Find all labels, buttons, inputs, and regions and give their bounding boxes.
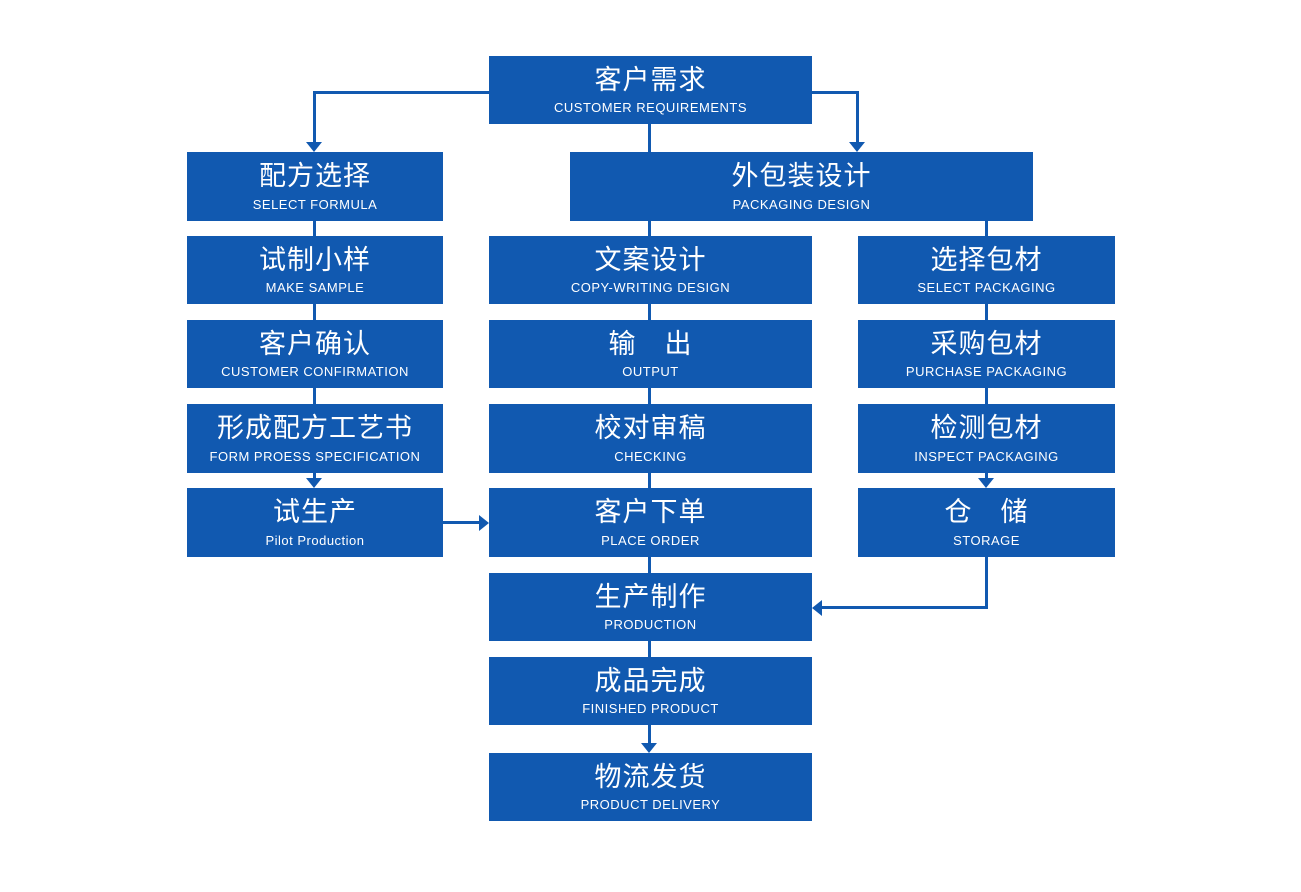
node-title: 试生产 bbox=[273, 497, 357, 528]
node-title: 试制小样 bbox=[259, 244, 371, 275]
node-title: 校对审稿 bbox=[594, 413, 707, 444]
arrowhead-down-icon bbox=[306, 142, 322, 152]
node-place-order: 客户下单 PLACE ORDER bbox=[489, 488, 812, 557]
connector-line bbox=[648, 557, 651, 573]
arrowhead-down-icon bbox=[978, 478, 994, 488]
node-title: 文案设计 bbox=[594, 244, 707, 275]
node-subtitle: SELECT FORMULA bbox=[252, 196, 378, 212]
node-product-delivery: 物流发货 PRODUCT DELIVERY bbox=[489, 753, 812, 821]
connector-line bbox=[443, 521, 479, 524]
node-subtitle: FINISHED PRODUCT bbox=[582, 701, 719, 717]
connector-line bbox=[648, 304, 651, 320]
node-title: 客户下单 bbox=[594, 497, 707, 528]
node-subtitle: INSPECT PACKAGING bbox=[914, 448, 1059, 464]
connector-line bbox=[985, 473, 988, 479]
node-subtitle: CUSTOMER CONFIRMATION bbox=[221, 364, 409, 380]
connector-line bbox=[648, 725, 651, 743]
arrowhead-down-icon bbox=[306, 478, 322, 488]
connector-line bbox=[985, 388, 988, 404]
connector-line bbox=[313, 91, 316, 144]
connector-line bbox=[313, 91, 489, 94]
node-select-packaging: 选择包材 SELECT PACKAGING bbox=[858, 236, 1115, 304]
node-title: 选择包材 bbox=[930, 244, 1043, 275]
node-inspect-packaging: 检测包材 INSPECT PACKAGING bbox=[858, 404, 1115, 473]
node-title: 物流发货 bbox=[594, 761, 707, 792]
node-output: 输 出 OUTPUT bbox=[489, 320, 812, 388]
connector-line bbox=[822, 606, 988, 609]
connector-line bbox=[648, 221, 651, 236]
node-title: 仓 储 bbox=[944, 497, 1029, 528]
node-title: 生产制作 bbox=[594, 581, 707, 612]
node-title: 客户确认 bbox=[259, 328, 371, 359]
node-finished-product: 成品完成 FINISHED PRODUCT bbox=[489, 657, 812, 725]
connector-line bbox=[648, 388, 651, 404]
arrowhead-right-icon bbox=[479, 515, 489, 531]
node-production: 生产制作 PRODUCTION bbox=[489, 573, 812, 641]
node-title: 外包装设计 bbox=[731, 161, 872, 192]
node-make-sample: 试制小样 MAKE SAMPLE bbox=[187, 236, 443, 304]
node-title: 检测包材 bbox=[930, 413, 1043, 444]
node-storage: 仓 储 STORAGE bbox=[858, 488, 1115, 557]
node-subtitle: PACKAGING DESIGN bbox=[732, 196, 871, 212]
node-title: 配方选择 bbox=[259, 161, 371, 192]
node-copywriting-design: 文案设计 COPY-WRITING DESIGN bbox=[489, 236, 812, 304]
connector-line bbox=[313, 304, 316, 320]
node-pilot-production: 试生产 Pilot Production bbox=[187, 488, 443, 557]
connector-line bbox=[648, 124, 651, 152]
connector-line bbox=[648, 641, 651, 657]
node-subtitle: MAKE SAMPLE bbox=[265, 280, 365, 296]
node-subtitle: PURCHASE PACKAGING bbox=[905, 364, 1068, 380]
node-title: 客户需求 bbox=[594, 64, 707, 95]
node-subtitle: PLACE ORDER bbox=[601, 532, 700, 548]
connector-line bbox=[313, 388, 316, 404]
node-subtitle: STORAGE bbox=[953, 532, 1020, 548]
node-title: 成品完成 bbox=[594, 665, 707, 696]
node-subtitle: COPY-WRITING DESIGN bbox=[570, 280, 731, 296]
node-subtitle: OUTPUT bbox=[622, 364, 679, 380]
arrowhead-left-icon bbox=[812, 600, 822, 616]
arrowhead-down-icon bbox=[849, 142, 865, 152]
node-checking: 校对审稿 CHECKING bbox=[489, 404, 812, 473]
node-title: 采购包材 bbox=[930, 328, 1043, 359]
node-subtitle: PRODUCT DELIVERY bbox=[580, 797, 721, 813]
connector-line bbox=[313, 221, 316, 236]
connector-line bbox=[648, 473, 651, 488]
connector-line bbox=[985, 221, 988, 236]
connector-line bbox=[313, 473, 316, 479]
node-select-formula: 配方选择 SELECT FORMULA bbox=[187, 152, 443, 221]
node-subtitle: CUSTOMER REQUIREMENTS bbox=[554, 100, 747, 116]
node-subtitle: FORM PROESS SPECIFICATION bbox=[209, 448, 421, 464]
node-customer-requirements: 客户需求 CUSTOMER REQUIREMENTS bbox=[489, 56, 812, 124]
node-packaging-design: 外包装设计 PACKAGING DESIGN bbox=[570, 152, 1033, 221]
connector-line bbox=[985, 557, 988, 609]
connector-line bbox=[812, 91, 859, 94]
node-title: 形成配方工艺书 bbox=[217, 413, 413, 444]
node-title: 输 出 bbox=[608, 328, 693, 359]
node-subtitle: SELECT PACKAGING bbox=[917, 280, 1056, 296]
node-form-process-specification: 形成配方工艺书 FORM PROESS SPECIFICATION bbox=[187, 404, 443, 473]
node-purchase-packaging: 采购包材 PURCHASE PACKAGING bbox=[858, 320, 1115, 388]
node-subtitle: Pilot Production bbox=[265, 532, 365, 548]
arrowhead-down-icon bbox=[641, 743, 657, 753]
connector-line bbox=[985, 304, 988, 320]
connector-line bbox=[856, 91, 859, 144]
node-subtitle: CHECKING bbox=[614, 448, 687, 464]
node-customer-confirmation: 客户确认 CUSTOMER CONFIRMATION bbox=[187, 320, 443, 388]
node-subtitle: PRODUCTION bbox=[604, 617, 697, 633]
